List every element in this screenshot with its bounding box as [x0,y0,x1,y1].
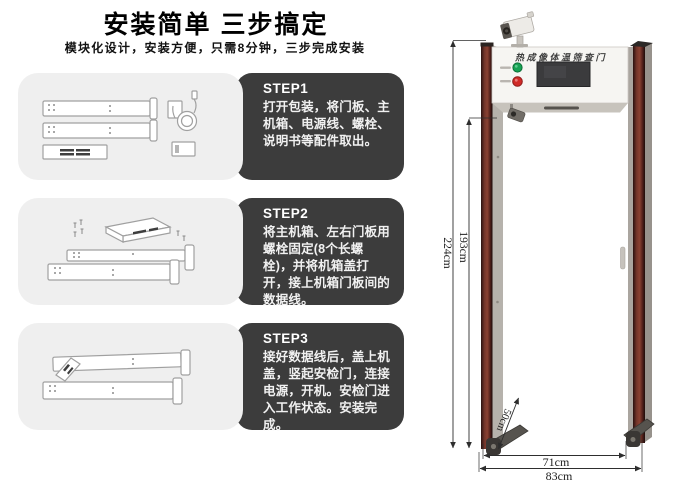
host-box-assembly-icon [47,217,195,285]
red-button-label-mark [500,80,511,83]
dim-total-height: 224cm [441,237,453,268]
step1-box: STEP1 打开包装，将门板、主机箱、电源线、螺栓、说明书等配件取出。 [236,73,404,180]
step1-label: STEP1 [263,81,309,96]
step2-row: STEP2 将主机箱、左右门板用螺栓固定(8个长螺栓)，并将机箱盖打开，接上机箱… [0,198,440,307]
step3-illustration-card [18,323,243,430]
dim-outer-width: 83cm [546,469,573,483]
right-pillar [628,41,653,443]
right-foot [623,418,655,447]
assembled-gate-flat-icon [42,349,191,405]
red-alarm-button-icon [512,76,523,87]
dimension-lines [450,40,643,472]
gate-figure: 热成像体温筛查门 [440,0,678,491]
dim-inner-height: 193cm [457,231,469,262]
dimension-labels: 224cm 193cm 50cm 71cm 83cm [441,231,573,483]
step3-label: STEP3 [263,331,309,346]
step2-illustration-card [18,198,243,305]
dim-inner-width: 71cm [543,455,570,469]
step2-label: STEP2 [263,206,309,221]
green-power-button-icon [512,62,523,73]
step3-row: STEP3 接好数据线后，盖上机盖，竖起安检门，连接电源，开机。安检门进入工作状… [0,323,440,432]
gate-drawing: 热成像体温筛查门 [441,11,655,483]
page-subtitle: 模块化设计，安装方便，只需8分钟，三步完成安装 [64,41,366,55]
speaker-slot [544,106,579,110]
step1-illustration-card [18,73,243,180]
page-title: 安装简单 三步搞定 [103,11,329,39]
gate-panel-title: 热成像体温筛查门 [514,53,607,63]
green-button-label-mark [500,66,511,69]
cctv-camera-icon [500,11,535,48]
step2-box: STEP2 将主机箱、左右门板用螺栓固定(8个长螺栓)，并将机箱盖打开，接上机箱… [236,198,404,307]
step1-text: 打开包装，将门板、主机箱、电源线、螺栓、说明书等配件取出。 [263,100,391,148]
unpacked-parts-icon [42,90,198,160]
step3-box: STEP3 接好数据线后，盖上机盖，竖起安检门，连接电源，开机。安检门进入工作状… [236,323,404,432]
step2-text: 将主机箱、左右门板用螺栓固定(8个长螺栓)，并将机箱盖打开，接上机箱门板间的数据… [263,225,391,307]
infrared-camera-icon [507,104,526,123]
left-pillar [480,42,503,449]
control-crossbar: 热成像体温筛查门 [491,46,629,113]
pillar-slot [620,246,626,270]
step1-row: STEP1 打开包装，将门板、主机箱、电源线、螺栓、说明书等配件取出。 [0,73,440,180]
step3-text: 接好数据线后，盖上机盖，竖起安检门，连接电源，开机。安检门进入工作状态。安装完成… [263,350,391,432]
